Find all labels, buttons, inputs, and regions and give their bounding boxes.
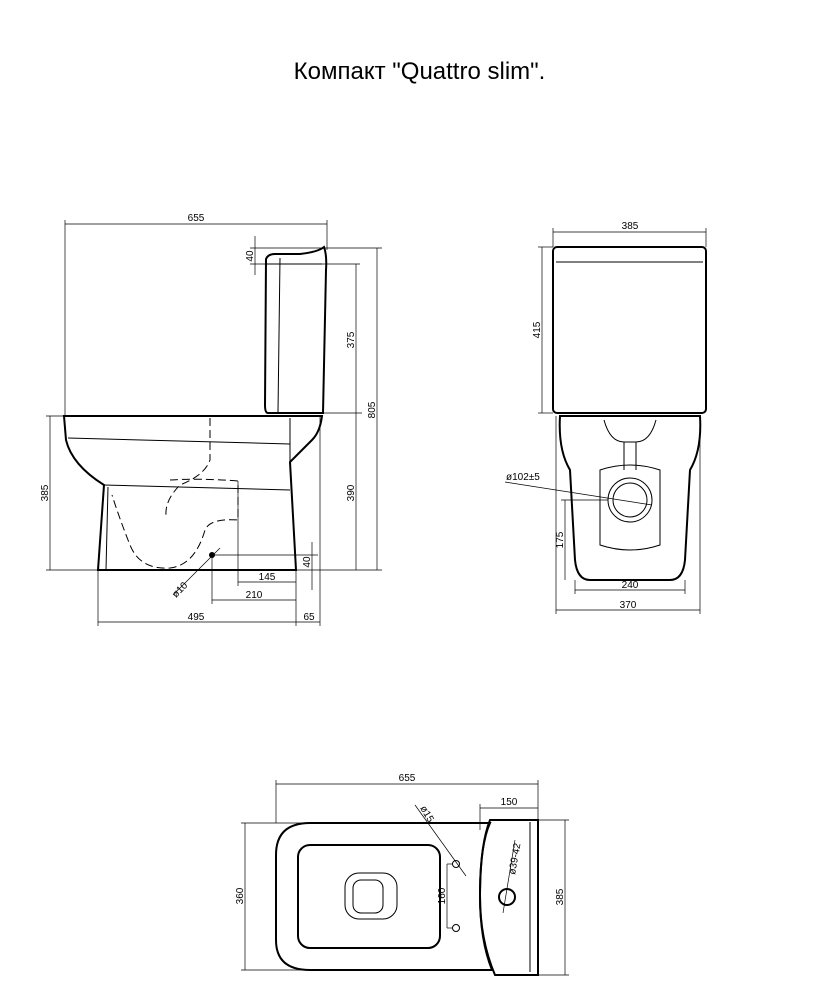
bowl-inner-lines <box>603 419 657 470</box>
dim-40-fix: 40 <box>302 556 313 568</box>
dim-385-top: 385 <box>555 888 566 905</box>
dim-fix-hole-top: ø15 <box>417 804 435 825</box>
side-view: 655 40 375 805 385 390 40 145 210 495 65… <box>40 213 382 626</box>
drawing-title: Компакт "Quattro slim". <box>293 58 546 85</box>
dim-outlet: ø102±5 <box>506 472 540 483</box>
tank-top-outline <box>478 819 539 976</box>
button-hole <box>498 888 516 906</box>
dim-655-top: 655 <box>399 773 416 784</box>
dim-160: 160 <box>437 887 448 904</box>
bowl-outlet-outline <box>344 872 398 920</box>
dim-370: 370 <box>620 600 637 611</box>
seat-cover-outline <box>297 844 441 949</box>
base-line <box>103 484 291 491</box>
dim-175: 175 <box>555 531 566 548</box>
trap-hidden-line <box>111 418 239 569</box>
dim-145: 145 <box>259 572 276 583</box>
dim-40-lid: 40 <box>245 250 256 262</box>
fix-hole-top-2 <box>452 924 460 932</box>
dim-150: 150 <box>501 797 518 808</box>
outlet-circle <box>607 477 653 523</box>
tank-inner-line <box>277 257 281 413</box>
dim-385-front: 385 <box>622 221 639 232</box>
bowl-side-outline <box>62 415 324 571</box>
dim-210: 210 <box>246 590 263 601</box>
outlet-opening <box>599 464 661 551</box>
dim-495: 495 <box>188 612 205 623</box>
dim-805: 805 <box>367 401 378 418</box>
dim-385-side: 385 <box>40 484 51 501</box>
bowl-front-outline <box>558 415 702 581</box>
top-view: 655 150 360 385 160 ø15 ø39-42 <box>235 773 569 976</box>
front-view: 385 415 ø102±5 175 240 370 <box>504 221 707 614</box>
dim-360: 360 <box>235 887 246 904</box>
tank-side-outline <box>263 245 328 414</box>
dim-65: 65 <box>303 612 315 623</box>
tank-front-outline <box>552 246 707 414</box>
dim-240: 240 <box>622 580 639 591</box>
bowl-outlet-inner <box>352 879 384 914</box>
dim-415: 415 <box>532 321 543 338</box>
dim-655-side: 655 <box>188 213 205 224</box>
outlet-inner-circle <box>612 482 648 518</box>
dim-button-hole: ø39-42 <box>507 842 523 876</box>
seat-line <box>67 437 291 445</box>
dim-fix-hole-side: ø10 <box>170 580 190 600</box>
dim-390: 390 <box>346 484 357 501</box>
fix-hole-top-1 <box>452 860 460 868</box>
dim-375: 375 <box>346 331 357 348</box>
foot-line <box>105 486 109 571</box>
